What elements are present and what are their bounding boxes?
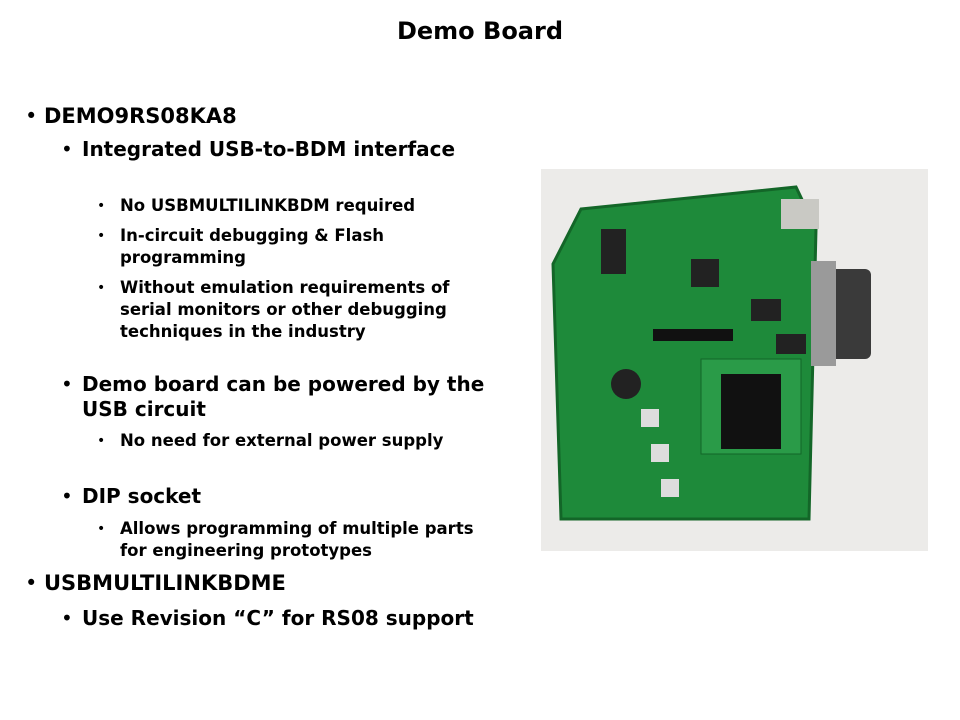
bullet-icon: • (61, 137, 73, 161)
bullet-icon: • (97, 198, 106, 214)
bullet-icon: • (97, 433, 106, 449)
demo-board-photo (541, 169, 928, 551)
push-button (651, 444, 669, 462)
bullet-item: •Allows programming of multiple parts fo… (97, 519, 474, 560)
bullet-icon: • (61, 606, 73, 630)
bullet-item: •DEMO9RS08KA8 (25, 104, 237, 128)
bullet-item: •DIP socket (61, 484, 202, 508)
bullet-item: •Demo board can be powered by the USB ci… (61, 372, 485, 421)
bullet-item: •Use Revision “C” for RS08 support (61, 606, 474, 630)
serial-connector (826, 269, 871, 359)
pcb-illustration (551, 185, 871, 521)
bullet-item: •No need for external power supply (97, 431, 444, 450)
bullet-icon: • (61, 372, 73, 396)
push-button (641, 409, 659, 427)
bullet-icon: • (97, 228, 106, 244)
bullet-item: •No USBMULTILINKBDM required (97, 196, 416, 215)
power-jack (601, 229, 626, 274)
microcontroller-chip (691, 259, 719, 287)
bullet-item: •In-circuit debugging & Flash programmin… (97, 226, 385, 267)
bullet-item: •Integrated USB-to-BDM interface (61, 137, 456, 161)
push-button (661, 479, 679, 497)
usb-connector (781, 199, 819, 229)
bullet-icon: • (25, 104, 38, 128)
slide-title: Demo Board (396, 17, 564, 45)
bullet-item: •Without emulation requirements of seria… (97, 278, 450, 341)
buzzer (611, 369, 641, 399)
bullet-icon: • (25, 571, 38, 595)
bullet-item: •USBMULTILINKBDME (25, 571, 286, 595)
bullet-icon: • (97, 280, 106, 296)
bullet-icon: • (97, 521, 106, 537)
header-pins (653, 329, 733, 341)
bullet-icon: • (61, 484, 73, 508)
dip-socket (721, 374, 781, 449)
